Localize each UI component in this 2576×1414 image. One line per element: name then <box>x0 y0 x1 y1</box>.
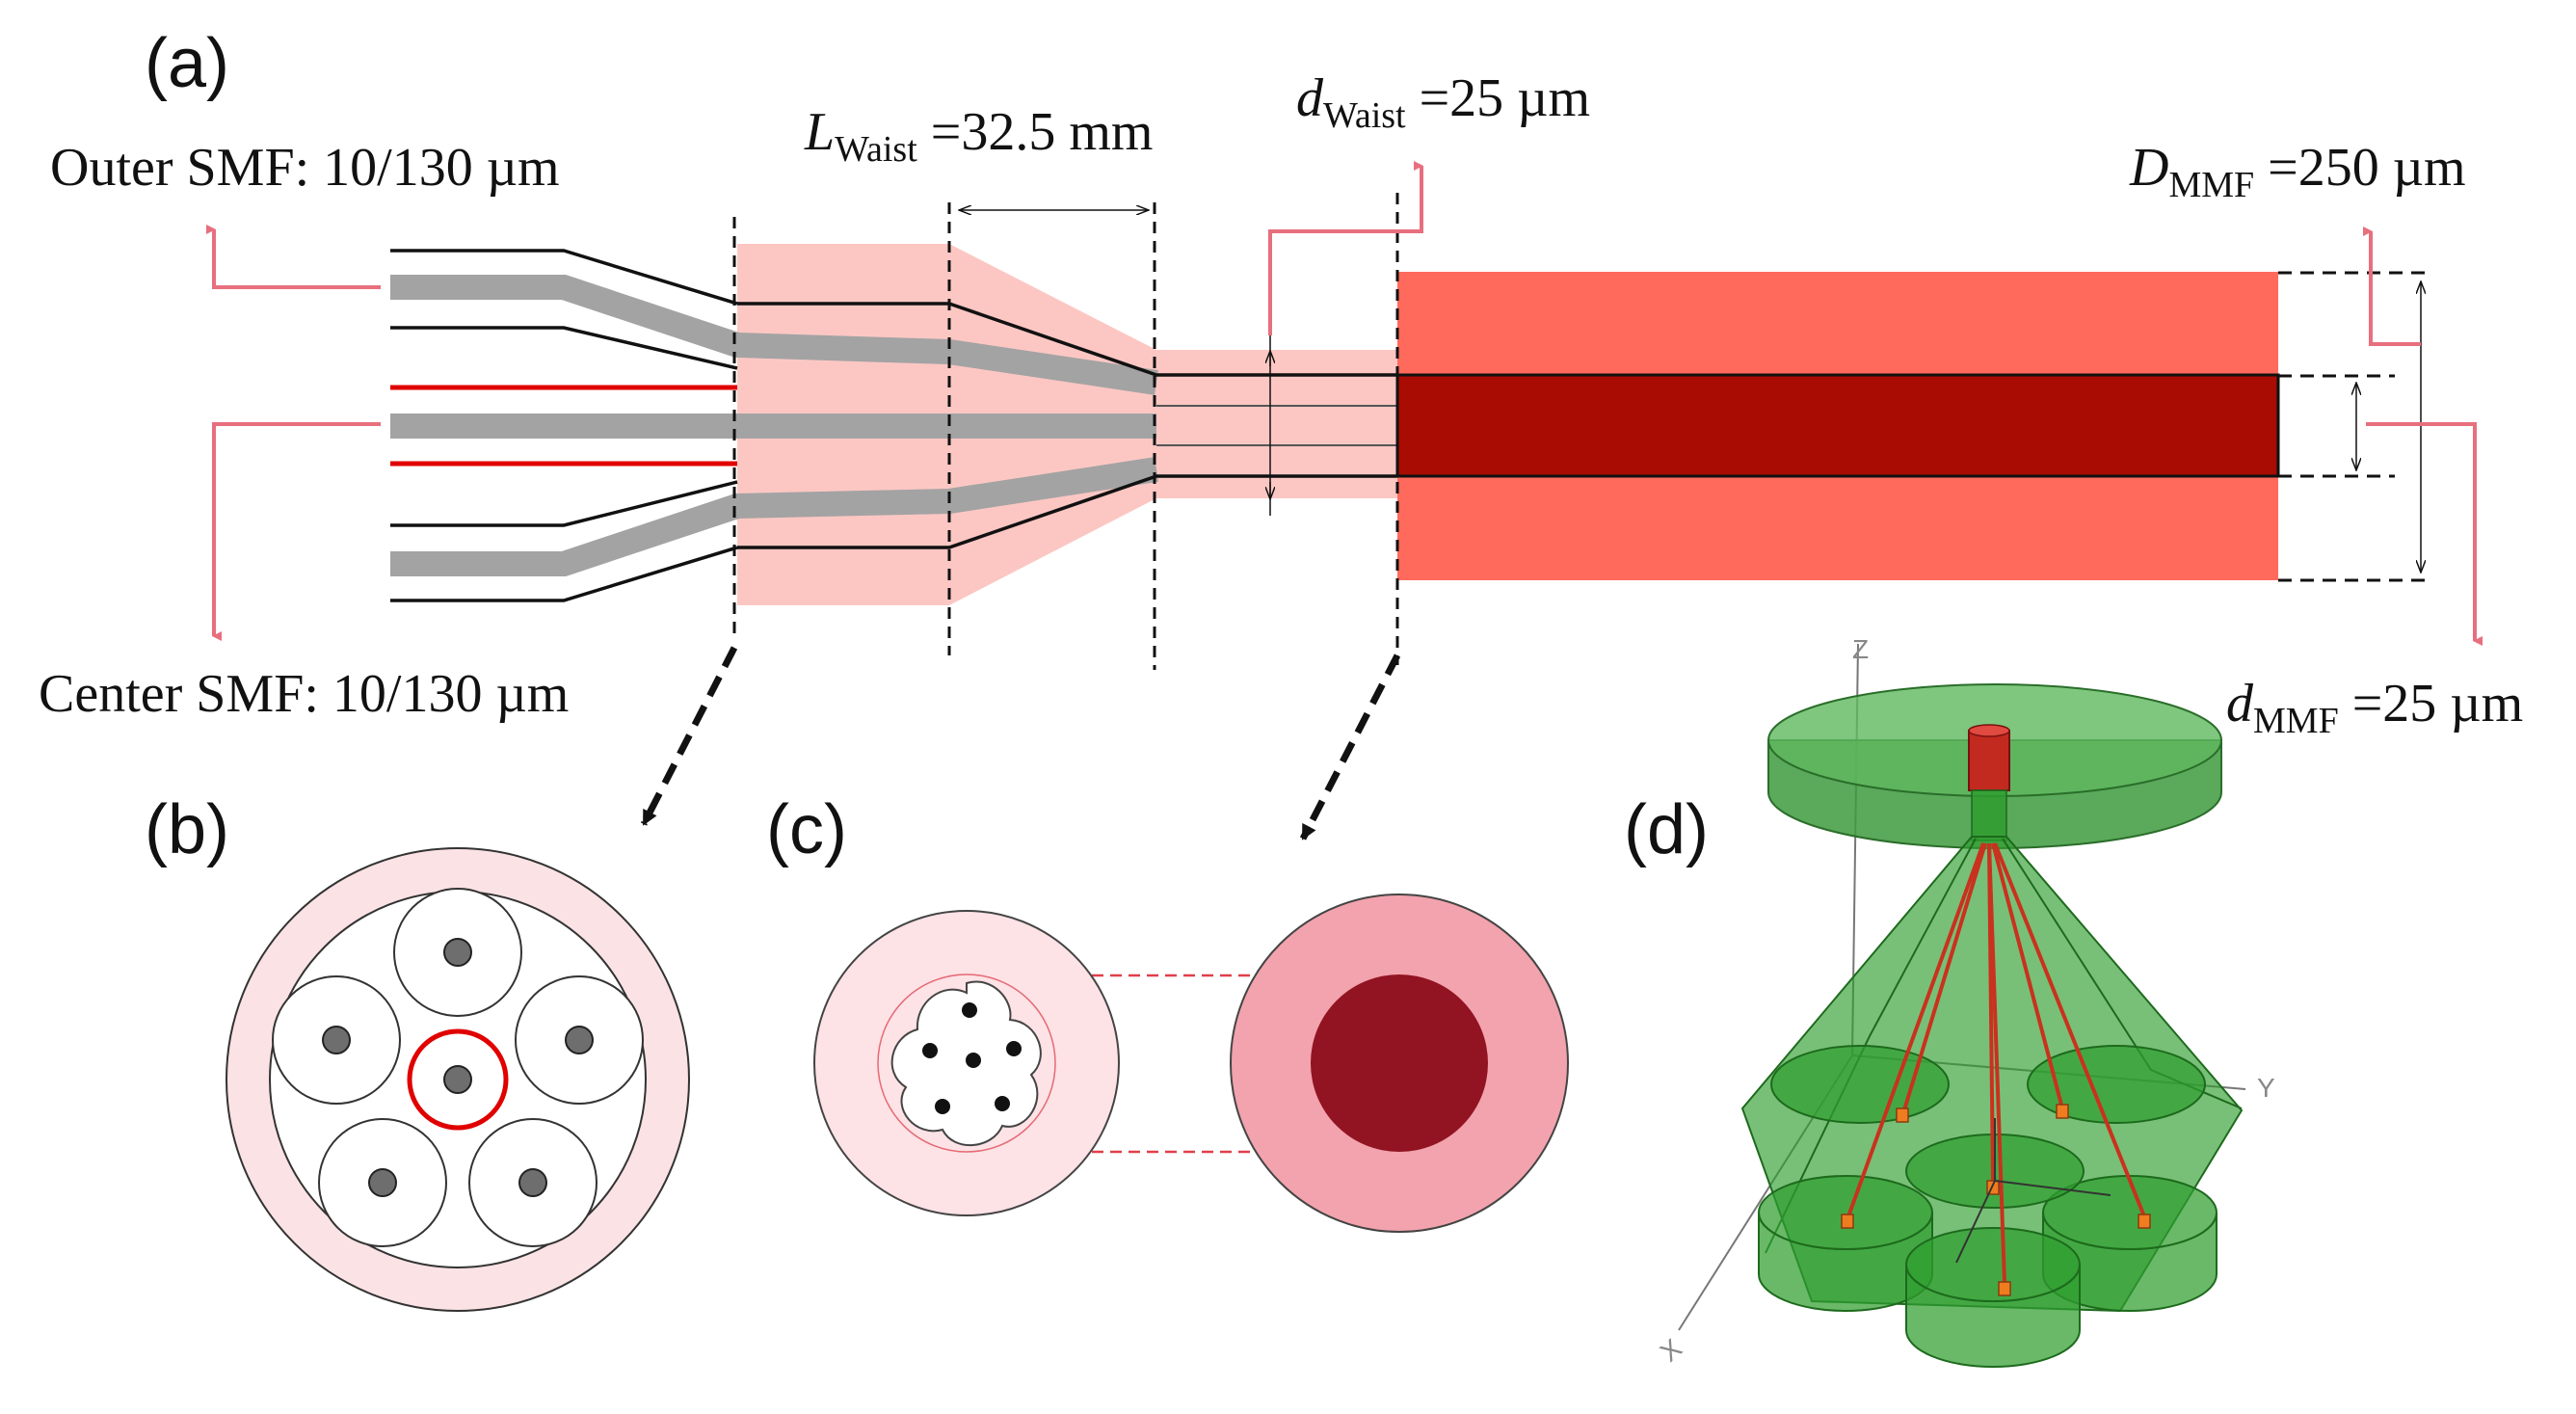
d-mmf-sub: MMF <box>2253 701 2339 741</box>
D-mmf-value: =250 µm <box>2254 138 2465 198</box>
leader-lines <box>206 161 2483 646</box>
D-mmf-sub: MMF <box>2168 165 2254 205</box>
mmf-stub-top <box>1968 724 2010 737</box>
panel-a-letter: (a) <box>145 25 229 102</box>
dimension-arrows <box>959 210 2421 573</box>
d-waist-value: =25 µm <box>1406 68 1590 128</box>
outer-smf-label: Outer SMF: 10/130 µm <box>50 138 560 198</box>
mmf-dim-lines <box>2278 271 2433 582</box>
cross-section-b <box>226 847 690 1312</box>
taper-neck <box>1971 789 2007 841</box>
section-lines <box>732 193 1399 670</box>
l-waist-symbol: L <box>804 102 835 162</box>
d-mmf-value: =25 µm <box>2339 674 2523 734</box>
d-waist-label: dWaist =25 µm <box>1296 68 1590 136</box>
center-smf-label: Center SMF: 10/130 µm <box>39 664 569 724</box>
l-waist-label: LWaist =32.5 mm <box>804 102 1153 170</box>
waist-lines <box>1156 405 1397 446</box>
D-mmf-label: DMMF =250 µm <box>2129 138 2466 205</box>
model-3d: Z Y X <box>1655 634 2275 1368</box>
mmf-core <box>1395 373 2280 478</box>
d-waist-sub: Waist <box>1323 95 1406 136</box>
cross-section-c <box>813 894 1569 1233</box>
mmf-stub <box>1968 730 2010 791</box>
l-waist-value: =32.5 mm <box>917 102 1154 162</box>
d-mmf-label: dMMF =25 µm <box>2226 674 2523 741</box>
axes-3d-front <box>1955 1118 2111 1264</box>
core-tips <box>1841 1104 2151 1296</box>
panel-c-letter: (c) <box>766 791 847 868</box>
c-right-core <box>1311 974 1488 1152</box>
D-mmf-symbol: D <box>2129 138 2168 198</box>
internal-cores <box>1846 842 2146 1283</box>
c-left-ring <box>877 974 1056 1153</box>
axis-y-label: Y <box>2257 1073 2275 1103</box>
b-cores <box>322 938 594 1197</box>
fiber-outlines <box>390 249 1397 602</box>
c-left-cores <box>922 1002 1022 1114</box>
panel-d-letter: (d) <box>1624 791 1709 868</box>
section-arrows <box>640 646 1401 840</box>
center-core-lines <box>390 385 737 467</box>
l-waist-sub: Waist <box>835 129 917 170</box>
axis-z-label: Z <box>1852 634 1869 664</box>
d-mmf-symbol: d <box>2226 674 2254 734</box>
axis-x-label: X <box>1655 1333 1687 1368</box>
d-waist-symbol: d <box>1296 68 1324 128</box>
panel-b-letter: (b) <box>145 791 229 868</box>
